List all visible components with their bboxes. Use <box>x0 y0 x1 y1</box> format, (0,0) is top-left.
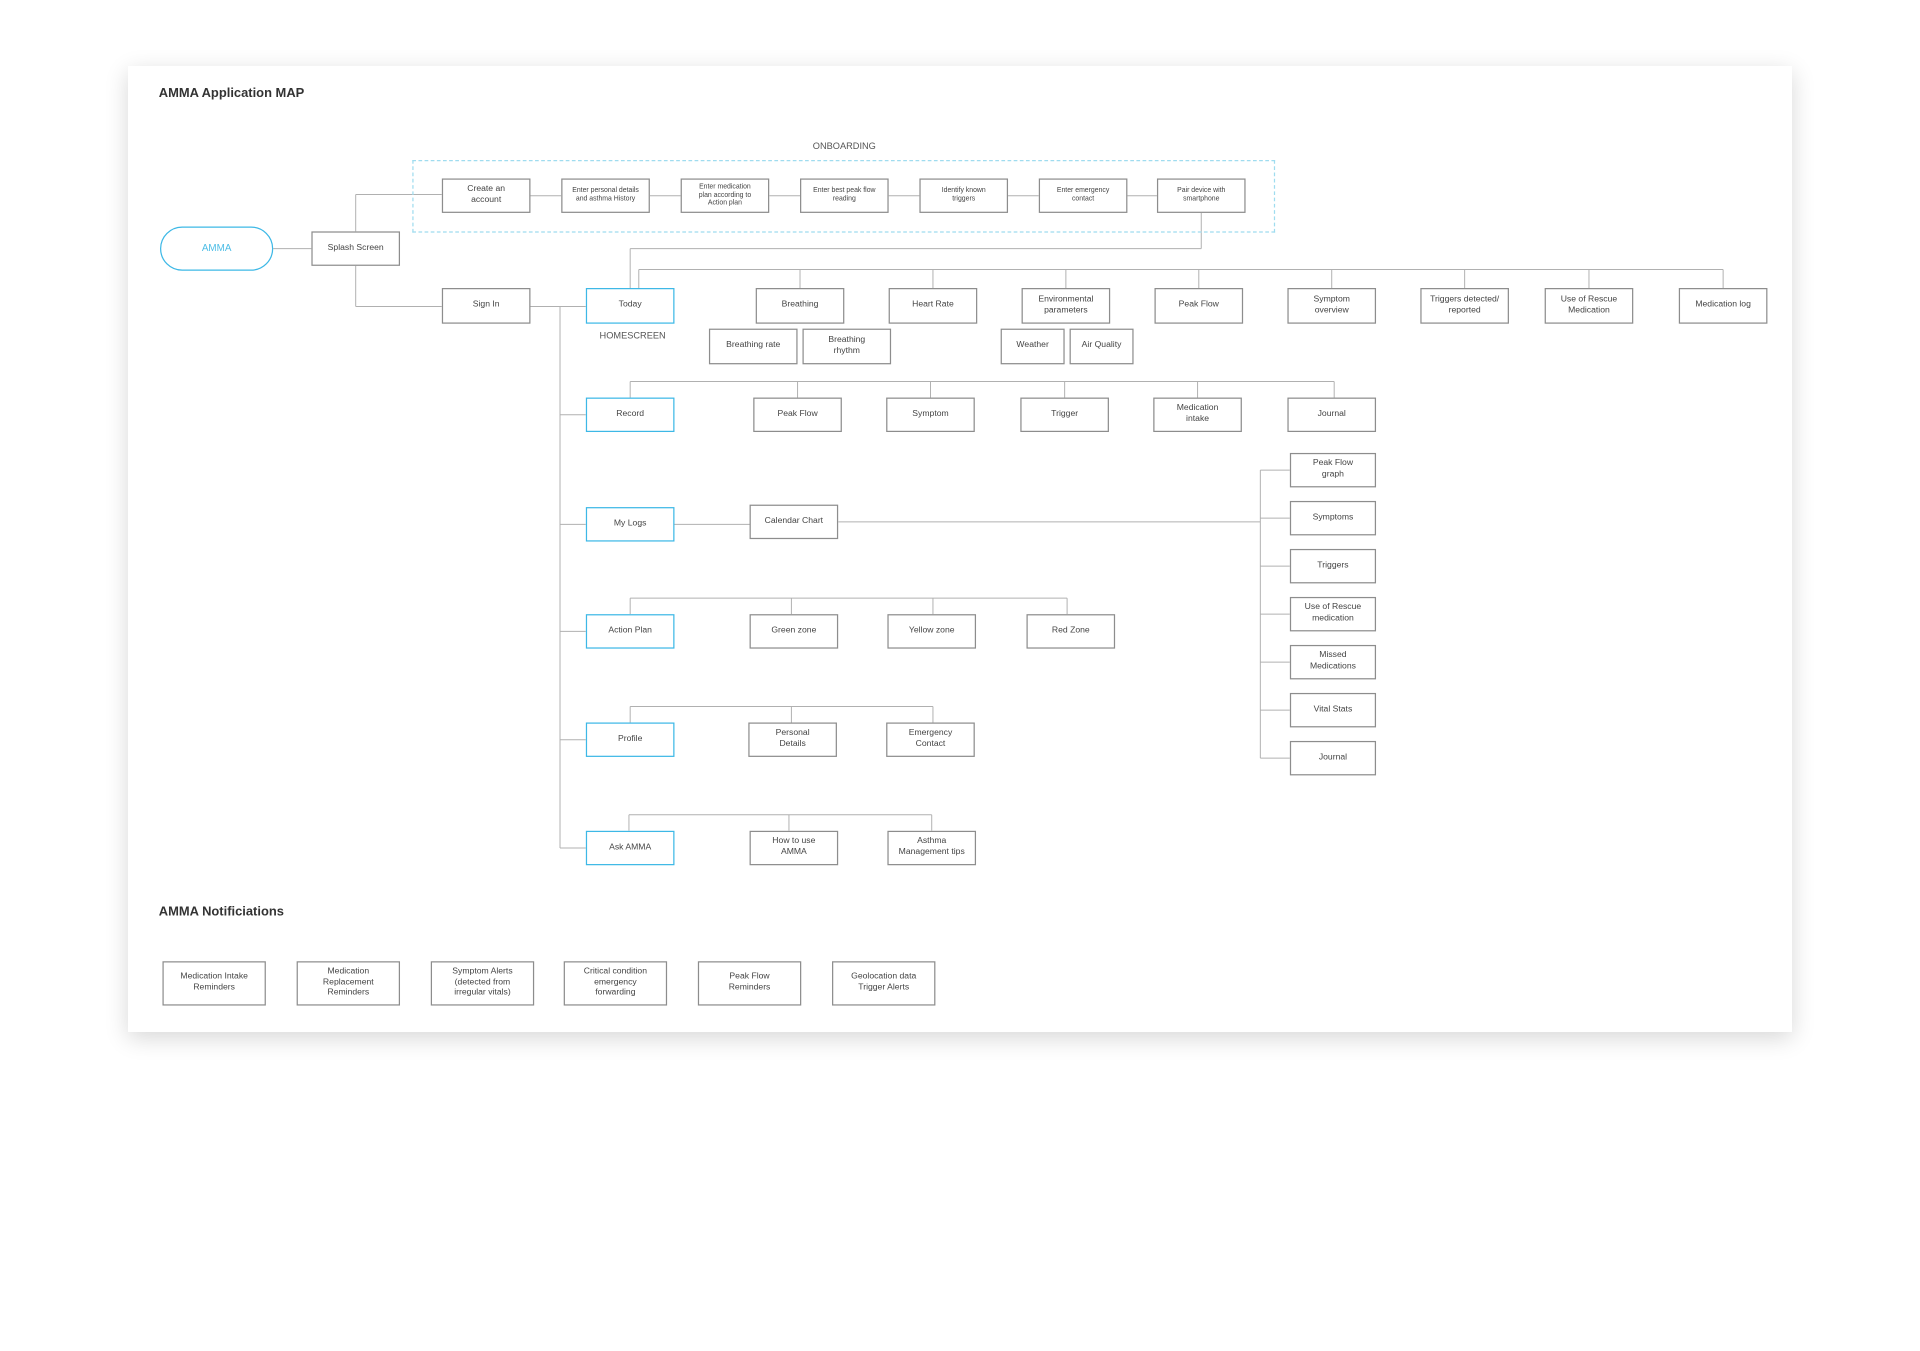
notification-symptom-alerts[interactable]: Symptom Alerts (detected from irregular … <box>430 961 535 1006</box>
today-heart-rate[interactable]: Heart Rate <box>888 288 978 324</box>
mylogs-calendar-chart[interactable]: Calendar Chart <box>749 504 839 540</box>
profile-emergency-contact[interactable]: Emergency Contact <box>886 722 975 757</box>
nav-profile[interactable]: Profile <box>585 722 675 757</box>
amma-start-node[interactable]: AMMA <box>160 226 274 271</box>
ask-how-to-use[interactable]: How to use AMMA <box>749 830 839 866</box>
record-medication-intake[interactable]: Medication intake <box>1153 397 1242 433</box>
nav-record[interactable]: Record <box>585 397 675 433</box>
mylogs-vital-stats[interactable]: Vital Stats <box>1289 692 1377 728</box>
nav-today[interactable]: Today <box>585 288 675 324</box>
notifications-title: AMMA Notificiations <box>158 904 284 920</box>
record-symptom[interactable]: Symptom <box>886 397 975 433</box>
notification-critical-condition[interactable]: Critical condition emergency forwarding <box>563 961 668 1006</box>
action-yellow-zone[interactable]: Yellow zone <box>887 614 977 649</box>
notification-medication-intake[interactable]: Medication Intake Reminders <box>162 961 266 1006</box>
onboarding-pair-device[interactable]: Pair device with smartphone <box>1156 178 1246 213</box>
onboarding-label: ONBOARDING <box>812 140 876 152</box>
notification-medication-replacement[interactable]: Medication Replacement Reminders <box>296 961 401 1006</box>
onboarding-triggers[interactable]: Identify known triggers <box>919 178 1009 213</box>
today-peak-flow[interactable]: Peak Flow <box>1154 288 1244 324</box>
record-peak-flow[interactable]: Peak Flow <box>753 397 842 433</box>
breathing-rate[interactable]: Breathing rate <box>708 328 798 365</box>
today-environmental[interactable]: Environmental parameters <box>1021 288 1111 324</box>
env-weather[interactable]: Weather <box>1000 328 1065 365</box>
nav-ask-amma[interactable]: Ask AMMA <box>585 830 675 866</box>
onboarding-personal-details[interactable]: Enter personal details and asthma Histor… <box>561 178 650 213</box>
app-map-title: AMMA Application MAP <box>158 86 305 101</box>
splash-screen-node[interactable]: Splash Screen <box>311 231 401 266</box>
mylogs-peak-flow-graph[interactable]: Peak Flow graph <box>1289 452 1377 488</box>
today-rescue-medication[interactable]: Use of Rescue Medication <box>1544 288 1634 324</box>
homescreen-label: HOMESCREEN <box>599 329 666 341</box>
action-green-zone[interactable]: Green zone <box>749 614 839 649</box>
mylogs-rescue-medication[interactable]: Use of Rescue medication <box>1289 596 1377 632</box>
connector-lines <box>273 193 1724 849</box>
nav-action-plan[interactable]: Action Plan <box>585 614 675 649</box>
env-air-quality[interactable]: Air Quality <box>1069 328 1134 365</box>
breathing-rhythm[interactable]: Breathing rhythm <box>802 328 892 365</box>
today-triggers[interactable]: Triggers detected/ reported <box>1420 288 1509 324</box>
mylogs-journal[interactable]: Journal <box>1289 740 1377 776</box>
today-breathing[interactable]: Breathing <box>755 288 845 324</box>
onboarding-peak-flow[interactable]: Enter best peak flow reading <box>800 178 889 213</box>
nav-my-logs[interactable]: My Logs <box>585 507 675 542</box>
onboarding-create-account[interactable]: Create an account <box>441 178 531 213</box>
record-journal[interactable]: Journal <box>1287 397 1377 433</box>
mylogs-symptoms[interactable]: Symptoms <box>1289 500 1377 536</box>
record-trigger[interactable]: Trigger <box>1020 397 1109 433</box>
sign-in-node[interactable]: Sign In <box>441 288 531 324</box>
mylogs-missed-medications[interactable]: Missed Medications <box>1289 644 1377 680</box>
today-medication-log[interactable]: Medication log <box>1678 288 1768 324</box>
ask-management-tips[interactable]: Asthma Management tips <box>887 830 977 866</box>
onboarding-medication-plan[interactable]: Enter medication plan according to Actio… <box>680 178 770 213</box>
notification-peak-flow[interactable]: Peak Flow Reminders <box>697 961 802 1006</box>
mylogs-triggers[interactable]: Triggers <box>1289 548 1377 584</box>
canvas-card <box>128 66 1792 1032</box>
today-symptom-overview[interactable]: Symptom overview <box>1287 288 1377 324</box>
action-red-zone[interactable]: Red Zone <box>1026 614 1116 649</box>
notification-geolocation[interactable]: Geolocation data Trigger Alerts <box>832 961 936 1006</box>
onboarding-group <box>412 160 1276 233</box>
onboarding-emergency-contact[interactable]: Enter emergency contact <box>1038 178 1128 213</box>
profile-personal-details[interactable]: Personal Details <box>748 722 837 757</box>
